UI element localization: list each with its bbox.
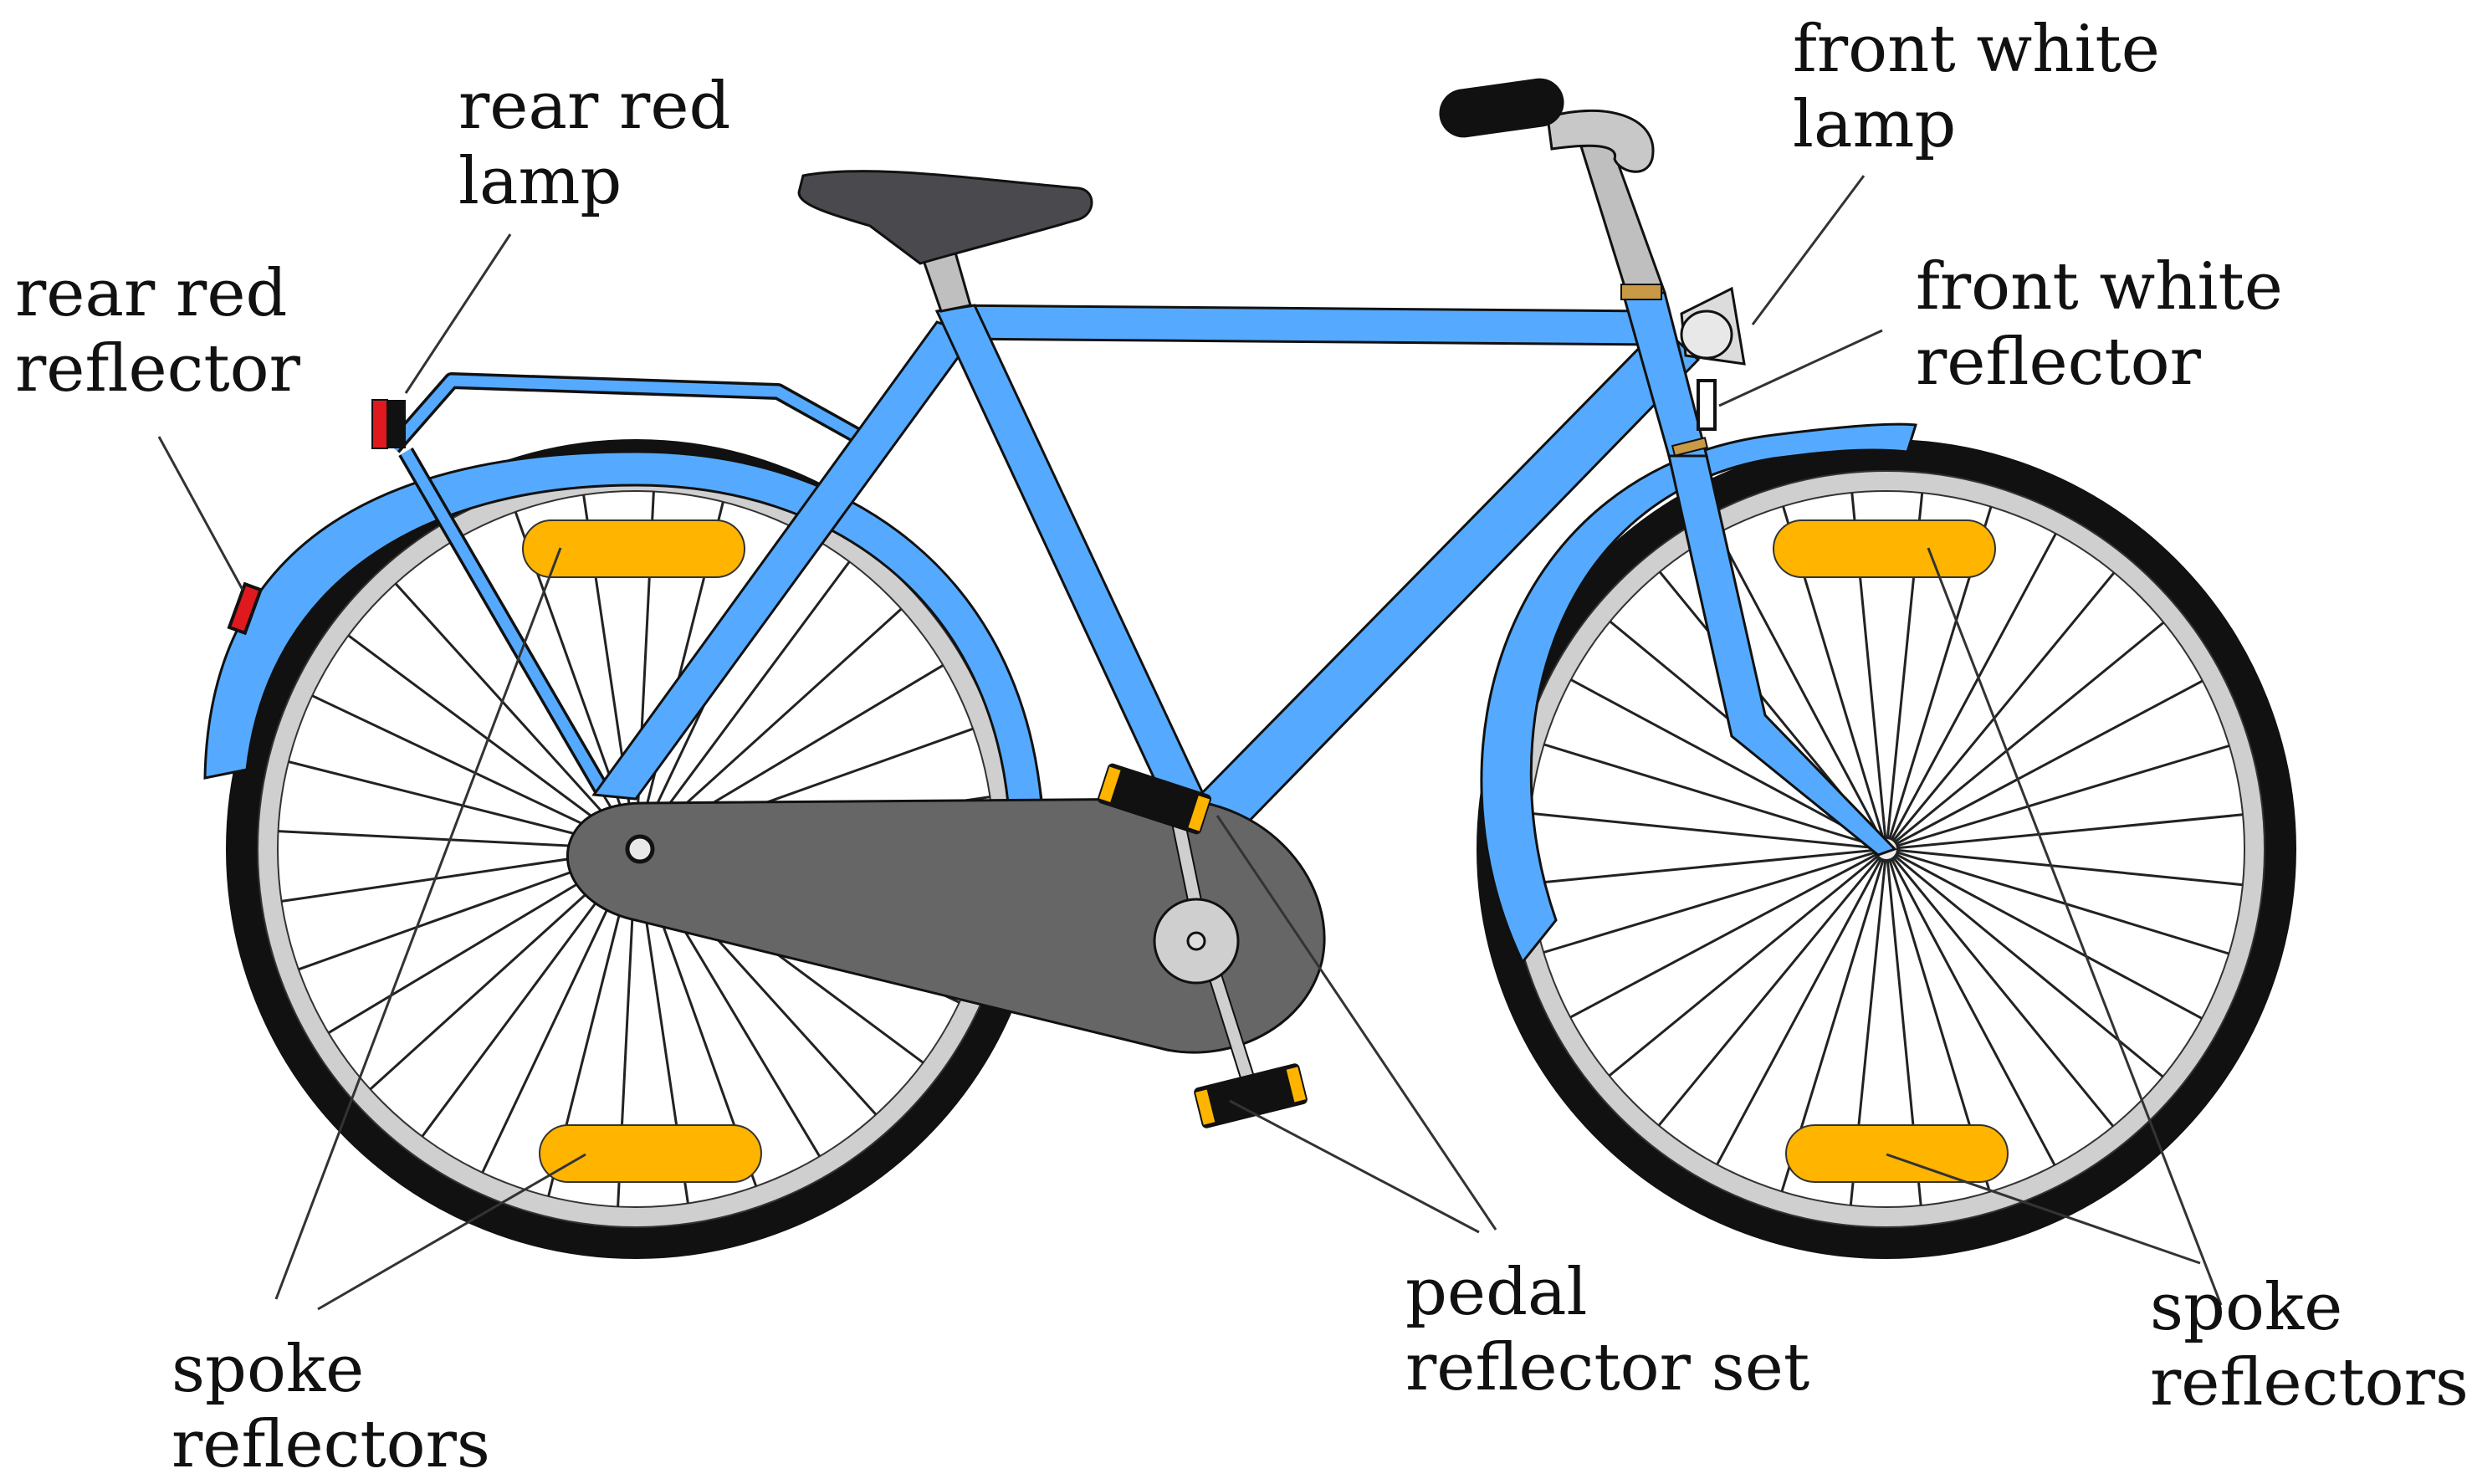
leader-pedal-2 [1216, 815, 1497, 1231]
leader-rear-red-lamp [404, 233, 512, 394]
leader-spoke-right-2 [1886, 1153, 2201, 1265]
chain-guard [566, 797, 1326, 1054]
leader-front-white-lamp [1751, 175, 1866, 325]
spoke [1886, 847, 2244, 887]
handlebar-bend [1546, 109, 1655, 173]
rear-red-reflector [227, 581, 264, 636]
leader-pedal-1 [1229, 1099, 1480, 1234]
label-line: rear red [458, 69, 731, 144]
spoke [1886, 679, 2203, 851]
leader-spoke-right-1 [1927, 547, 2223, 1306]
rear-red-lamp [371, 399, 406, 449]
label-rear-red-lamp: rear red lamp [458, 69, 730, 219]
label-front-white-reflector: front white reflector [1916, 249, 2283, 400]
front-white-reflector [1697, 379, 1717, 431]
label-line: front white [1793, 12, 2160, 87]
leader-spoke-left-2 [317, 1153, 586, 1311]
label-line: lamp [1793, 87, 1957, 162]
handlebar [1439, 78, 1667, 300]
label-line: reflectors [2150, 1345, 2467, 1420]
label-line: reflector [15, 331, 300, 407]
stem-clamp [1620, 284, 1662, 300]
spoke [634, 560, 851, 850]
front-fork [1667, 454, 1897, 857]
label-line: reflector [1916, 325, 2201, 400]
pedal-lower [1194, 1063, 1308, 1128]
label-rear-red-reflector: rear red reflector [15, 256, 300, 407]
spoke [1529, 847, 1887, 885]
spoke [1543, 847, 1887, 954]
top-tube [939, 304, 1658, 346]
frame [591, 291, 1897, 857]
spoke [1716, 848, 1888, 1165]
label-spoke-reflectors-left: spoke reflectors [171, 1332, 490, 1482]
spoke [1885, 533, 2057, 850]
label-line: spoke [2150, 1270, 2343, 1345]
spoke [394, 582, 637, 851]
spoke [1886, 847, 2229, 955]
spoke [1570, 678, 1887, 851]
headset-ring [1671, 437, 1709, 457]
label-front-white-lamp: front white lamp [1793, 12, 2160, 162]
spoke [1885, 571, 2116, 850]
saddle [797, 170, 1093, 265]
spoke [1717, 532, 1888, 850]
label-pedal-reflector-set: pedal reflector set [1405, 1255, 1809, 1405]
front-spoke-reflector-top [1773, 519, 1996, 578]
spoke [1886, 847, 2203, 1020]
spoke [1569, 847, 1887, 1019]
label-line: lamp [458, 144, 622, 219]
spoke [1886, 621, 2165, 851]
label-line: reflectors [171, 1407, 490, 1482]
label-line: rear red [15, 256, 288, 331]
spoke [1657, 848, 1888, 1127]
label-line: pedal [1405, 1255, 1588, 1330]
spoke [1886, 847, 2164, 1078]
rear-rack [386, 372, 883, 796]
spoke [1885, 848, 2056, 1166]
front-fender [1480, 422, 1917, 965]
spoke [1529, 811, 1887, 851]
spoke [1608, 847, 1887, 1077]
spoke [1886, 813, 2244, 851]
spoke [1885, 848, 2115, 1128]
rear-hub [625, 834, 655, 864]
pedal-upper [1098, 763, 1211, 835]
front-white-lamp [1680, 286, 1746, 366]
leader-spoke-left-1 [274, 547, 562, 1300]
spoke [1543, 743, 1887, 851]
rear-spoke-reflector-top [522, 519, 745, 578]
label-spoke-reflectors-right: spoke reflectors [2150, 1270, 2467, 1420]
leader-lines [157, 175, 2223, 1311]
spoke [1886, 745, 2230, 851]
leader-rear-red-reflector [157, 436, 244, 591]
label-line: spoke [171, 1332, 365, 1407]
handlebar-grip [1439, 78, 1564, 138]
rear-spoke-reflector-bottom [539, 1124, 762, 1183]
label-line: front white [1916, 249, 2283, 325]
label-line: reflector set [1405, 1330, 1810, 1405]
spoke [347, 634, 637, 851]
leader-front-white-reflector [1718, 329, 1883, 407]
front-spoke-reflector-bottom [1785, 1124, 2009, 1183]
